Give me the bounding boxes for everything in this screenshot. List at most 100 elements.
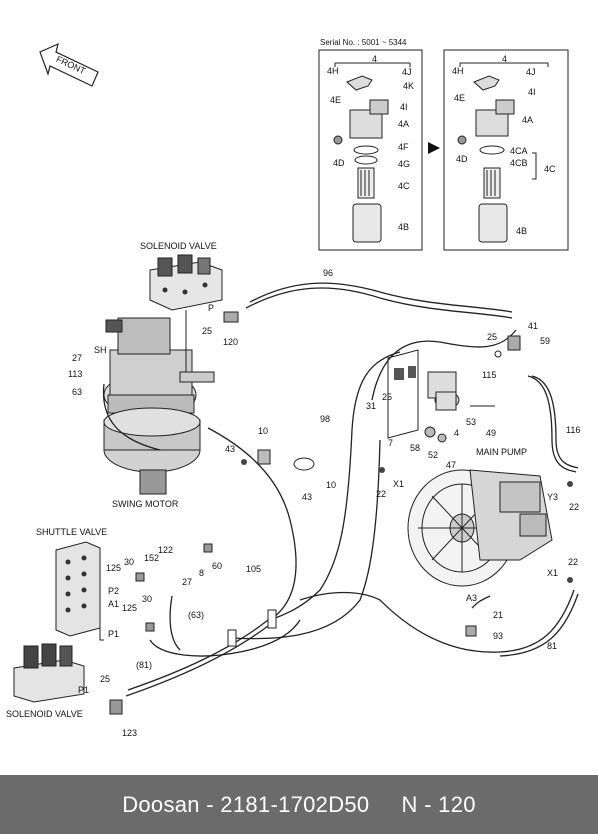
callout-93: 93 bbox=[493, 631, 503, 641]
callout-p1: P1 bbox=[108, 629, 119, 639]
callout-96: 96 bbox=[323, 268, 333, 278]
callout-30: 30 bbox=[124, 557, 134, 567]
callout-53: 53 bbox=[466, 417, 476, 427]
callout-63: 63 bbox=[72, 387, 82, 397]
callout-y3: Y3 bbox=[547, 492, 558, 502]
footer-part-number: 2181-1702D50 bbox=[220, 791, 370, 817]
callout-x1: X1 bbox=[547, 568, 558, 578]
shuttle-valve bbox=[55, 541, 101, 637]
hydraulic-parts-diagram: FRONT Serial No. : 5001 ~ 5344 bbox=[6, 38, 580, 738]
callout-22: 22 bbox=[568, 557, 578, 567]
swing-motor-caption: SWING MOTOR bbox=[112, 499, 179, 509]
footer-brand: Doosan bbox=[122, 791, 200, 817]
callout-21: 21 bbox=[493, 610, 503, 620]
callout-41: 41 bbox=[528, 321, 538, 331]
valve-bracket bbox=[387, 349, 495, 443]
callout-8: 8 bbox=[199, 568, 204, 578]
callout-x1: X1 bbox=[393, 479, 404, 489]
hose-lines bbox=[102, 282, 579, 697]
fittings bbox=[99, 311, 573, 715]
callout-25: 25 bbox=[202, 326, 212, 336]
shuttle-valve-caption: SHUTTLE VALVE bbox=[36, 527, 107, 537]
inset-label: 4J bbox=[402, 67, 412, 77]
inset-label: 4E bbox=[330, 95, 341, 105]
front-arrow-icon: FRONT bbox=[39, 42, 99, 87]
callout-22: 22 bbox=[569, 502, 579, 512]
solenoid-valve-bottom bbox=[13, 643, 85, 703]
inset-label: 4D bbox=[456, 154, 468, 164]
callout-30: 30 bbox=[142, 594, 152, 604]
inset-label: 4A bbox=[398, 119, 409, 129]
callout-25: 25 bbox=[382, 392, 392, 402]
footer-page: N - 120 bbox=[401, 791, 476, 817]
callout-63-ref: (63) bbox=[188, 610, 204, 620]
callout-10: 10 bbox=[258, 426, 268, 436]
callout-p2: P2 bbox=[108, 586, 119, 596]
callout-22: 22 bbox=[376, 489, 386, 499]
solenoid-valve-top bbox=[149, 254, 223, 311]
callout-60: 60 bbox=[212, 561, 222, 571]
inset-label: 4F bbox=[398, 142, 409, 152]
inset-label: 4A bbox=[522, 115, 533, 125]
callout-98: 98 bbox=[320, 414, 330, 424]
callout-31: 31 bbox=[366, 401, 376, 411]
callout-a1: A1 bbox=[108, 599, 119, 609]
serial-label: Serial No. : 5001 ~ 5344 bbox=[320, 38, 407, 47]
callout-81: 81 bbox=[547, 641, 557, 651]
callout-105: 105 bbox=[246, 564, 261, 574]
swing-motor bbox=[103, 310, 215, 495]
callout-47: 47 bbox=[446, 460, 456, 470]
inset-label: 4G bbox=[398, 159, 410, 169]
main-pump bbox=[407, 469, 553, 587]
callout-a3: A3 bbox=[466, 593, 477, 603]
callout-43: 43 bbox=[225, 444, 235, 454]
main-pump-caption: MAIN PUMP bbox=[476, 447, 527, 457]
inset-label: 4J bbox=[526, 67, 536, 77]
callout-113: 113 bbox=[68, 369, 82, 379]
callout-p1: P1 bbox=[78, 685, 89, 695]
footer-separator: - bbox=[199, 791, 221, 817]
callout-25: 25 bbox=[100, 674, 110, 684]
callout-27: 27 bbox=[182, 577, 192, 587]
callout-59: 59 bbox=[540, 336, 550, 346]
callout-115: 115 bbox=[482, 370, 496, 380]
solenoid-valve-top-caption: SOLENOID VALVE bbox=[140, 241, 217, 251]
inset-label: 4I bbox=[528, 87, 536, 97]
inset-label: 4H bbox=[452, 66, 464, 76]
filter-assembly-new bbox=[457, 62, 549, 243]
callout-58: 58 bbox=[410, 443, 420, 453]
inset-label: 4B bbox=[516, 226, 527, 236]
callout-125: 125 bbox=[106, 563, 121, 573]
filter-assembly-old bbox=[333, 62, 411, 243]
inset-label: 4C bbox=[544, 164, 556, 174]
inset-label: 4C bbox=[398, 181, 410, 191]
inset-label: 4K bbox=[403, 81, 414, 91]
callouts: 96 25 P 120 41 25 59 115 27 SH 113 63 98… bbox=[68, 268, 580, 738]
footer-bar: Doosan - 2181-1702D50 N - 120 bbox=[0, 775, 598, 834]
inset-label: 4H bbox=[327, 66, 339, 76]
callout-43: 43 bbox=[302, 492, 312, 502]
callout-p: P bbox=[208, 303, 214, 313]
inset-label: 4 bbox=[502, 54, 507, 64]
inset-label: 4CA bbox=[510, 146, 528, 156]
inset-label: 4E bbox=[454, 93, 465, 103]
callout-122: 122 bbox=[158, 545, 173, 555]
serial-inset: Serial No. : 5001 ~ 5344 bbox=[318, 38, 569, 251]
callout-116: 116 bbox=[566, 425, 580, 435]
callout-7: 7 bbox=[388, 438, 393, 448]
solenoid-valve-bottom-caption: SOLENOID VALVE bbox=[6, 709, 83, 719]
callout-49: 49 bbox=[486, 428, 496, 438]
callout-123: 123 bbox=[122, 728, 137, 738]
callout-52: 52 bbox=[428, 450, 438, 460]
callout-sh: SH bbox=[94, 345, 107, 355]
callout-4: 4 bbox=[454, 428, 459, 438]
inset-label: 4 bbox=[372, 54, 377, 64]
callout-120: 120 bbox=[223, 337, 238, 347]
inset-label: 4D bbox=[333, 158, 345, 168]
inset-label: 4B bbox=[398, 222, 409, 232]
callout-81-ref: (81) bbox=[136, 660, 152, 670]
callout-27: 27 bbox=[72, 353, 82, 363]
callout-25: 25 bbox=[487, 332, 497, 342]
inset-label: 4CB bbox=[510, 158, 528, 168]
